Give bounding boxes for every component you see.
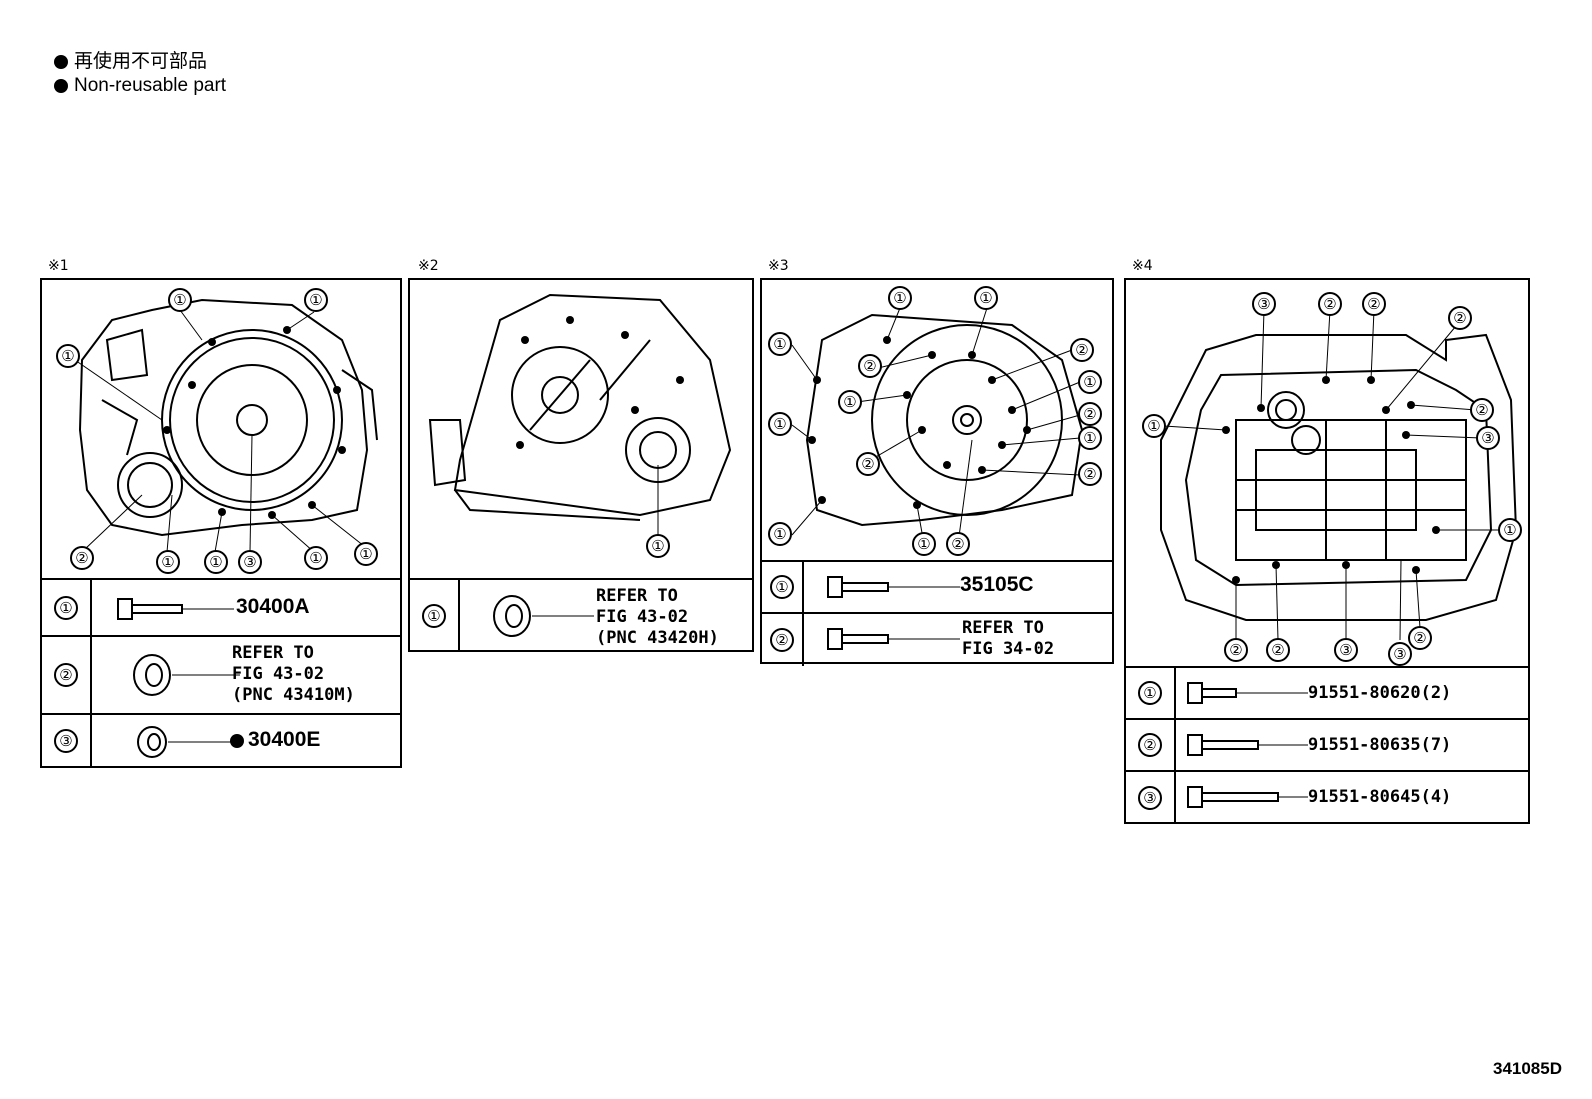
part-reference: REFER TO FIG 34-02 bbox=[962, 618, 1055, 659]
figure-2-transaxle-illustration bbox=[428, 293, 732, 535]
parts-row: ① REFER TO FIG 43-02 (PNC 43420H) bbox=[410, 580, 752, 652]
callout: ③ bbox=[1388, 642, 1412, 666]
callout: ② bbox=[1448, 306, 1472, 330]
parts-row: ② REFER TO FIG 43-02 (PNC 43410M) bbox=[42, 637, 400, 715]
part-number: 91551-80645(4) bbox=[1308, 787, 1452, 807]
figure-1-transaxle-illustration bbox=[71, 298, 378, 553]
figure-4-mark: ※4 bbox=[1132, 258, 1153, 274]
callout: ① bbox=[912, 532, 936, 556]
row-number: ③ bbox=[54, 729, 78, 753]
figure-4-panel: ③ ② ② ② ① ② ③ ① ② ② ③ ③ ② ① 91551-80620(… bbox=[1124, 278, 1530, 824]
callout: ① bbox=[646, 534, 670, 558]
callout: ② bbox=[1070, 338, 1094, 362]
callout: ② bbox=[856, 452, 880, 476]
row-number: ② bbox=[54, 663, 78, 687]
non-reusable-dot-icon bbox=[230, 734, 244, 748]
figure-4-valve-body-illustration bbox=[1160, 309, 1518, 641]
figure-2-panel: ① ① REFER TO FIG 43-02 (PNC 43420H) bbox=[408, 278, 754, 652]
callout: ② bbox=[1362, 292, 1386, 316]
callout: ① bbox=[156, 550, 180, 574]
part-number: 35105C bbox=[960, 573, 1034, 596]
callout: ① bbox=[354, 542, 378, 566]
part-number: 91551-80620(2) bbox=[1308, 683, 1452, 703]
callout: ① bbox=[768, 412, 792, 436]
non-reusable-dot-icon bbox=[54, 79, 68, 93]
legend-text-jp: 再使用不可部品 bbox=[74, 51, 208, 72]
figure-1-parts-table: ① 30400A ② REFER TO FIG 43-02 (PNC 43410… bbox=[42, 578, 400, 767]
callout: ① bbox=[304, 288, 328, 312]
part-number: 30400E bbox=[248, 728, 321, 751]
callout: ① bbox=[974, 286, 998, 310]
row-number: ① bbox=[770, 575, 794, 599]
parts-row: ② 91551-80635(7) bbox=[1126, 720, 1528, 772]
flange-bolt-icon bbox=[1187, 682, 1308, 704]
flange-bolt-icon bbox=[1187, 786, 1308, 808]
callout: ③ bbox=[1252, 292, 1276, 316]
oil-seal-icon bbox=[133, 654, 240, 696]
callout: ① bbox=[304, 546, 328, 570]
row-number: ③ bbox=[1138, 786, 1162, 810]
callout: ① bbox=[1078, 426, 1102, 450]
legend-row-en: Non-reusable part bbox=[54, 74, 226, 98]
callout: ② bbox=[1078, 402, 1102, 426]
callout: ① bbox=[1078, 370, 1102, 394]
callout: ① bbox=[838, 390, 862, 414]
parts-row: ① 91551-80620(2) bbox=[1126, 668, 1528, 720]
callout: ② bbox=[1408, 626, 1432, 650]
callout: ② bbox=[1224, 638, 1248, 662]
callout: ② bbox=[1078, 462, 1102, 486]
flange-bolt-icon bbox=[117, 598, 234, 620]
flange-bolt-icon bbox=[827, 576, 960, 598]
callout: ③ bbox=[238, 550, 262, 574]
callout: ② bbox=[946, 532, 970, 556]
non-reusable-dot-icon bbox=[54, 55, 68, 69]
parts-row: ③ 30400E bbox=[42, 715, 400, 767]
oil-seal-icon bbox=[137, 726, 234, 758]
row-number: ② bbox=[770, 628, 794, 652]
row-number: ① bbox=[422, 604, 446, 628]
figure-2-mark: ※2 bbox=[418, 258, 439, 274]
parts-row: ① 30400A bbox=[42, 580, 400, 637]
part-number: 30400A bbox=[236, 595, 310, 618]
legend-row-jp: 再使用不可部品 bbox=[54, 50, 226, 74]
callout: ① bbox=[1142, 414, 1166, 438]
callout: ① bbox=[1498, 518, 1522, 542]
callout: ① bbox=[768, 522, 792, 546]
figure-1-panel: ① ① ① ② ① ① ③ ① ① ① 30400A ② REFER TO FI… bbox=[40, 278, 402, 768]
part-reference: REFER TO FIG 43-02 (PNC 43410M) bbox=[232, 643, 355, 705]
parts-row: ③ 91551-80645(4) bbox=[1126, 772, 1528, 824]
flange-bolt-icon bbox=[827, 628, 960, 650]
figure-4-parts-table: ① 91551-80620(2) ② 91551-80635(7) ③ bbox=[1126, 666, 1528, 824]
parts-row: ① 35105C bbox=[762, 562, 1112, 614]
callout: ① bbox=[168, 288, 192, 312]
diagram-id: 341085D bbox=[1492, 1059, 1562, 1078]
callout: ① bbox=[56, 344, 80, 368]
part-number: 91551-80635(7) bbox=[1308, 735, 1452, 755]
callout: ② bbox=[858, 354, 882, 378]
legend: 再使用不可部品 Non-reusable part bbox=[54, 50, 226, 98]
parts-row: ② REFER TO FIG 34-02 bbox=[762, 614, 1112, 666]
callout: ① bbox=[204, 550, 228, 574]
figure-1-mark: ※1 bbox=[48, 258, 69, 274]
callout: ① bbox=[888, 286, 912, 310]
callout: ① bbox=[768, 332, 792, 356]
figure-3-mark: ※3 bbox=[768, 258, 789, 274]
row-number: ① bbox=[1138, 681, 1162, 705]
figure-3-parts-table: ① 35105C ② REFER TO FIG 34-02 bbox=[762, 560, 1112, 666]
figure-2-parts-table: ① REFER TO FIG 43-02 (PNC 43420H) bbox=[410, 578, 752, 652]
figure-3-panel: ① ① ① ② ② ① ① ① ② ② ① ② ① ① ① ② ① 35105C… bbox=[760, 278, 1114, 666]
figure-3-case-illustration bbox=[791, 307, 1084, 545]
part-reference: REFER TO FIG 43-02 (PNC 43420H) bbox=[596, 586, 719, 648]
oil-seal-icon bbox=[493, 595, 594, 637]
callout: ② bbox=[1318, 292, 1342, 316]
callout: ② bbox=[70, 546, 94, 570]
callout: ② bbox=[1470, 398, 1494, 422]
row-number: ② bbox=[1138, 733, 1162, 757]
callout: ③ bbox=[1476, 426, 1500, 450]
row-number: ① bbox=[54, 595, 78, 620]
flange-bolt-icon bbox=[1187, 734, 1308, 756]
callout: ② bbox=[1266, 638, 1290, 662]
callout: ③ bbox=[1334, 638, 1358, 662]
legend-text-en: Non-reusable part bbox=[74, 75, 227, 96]
